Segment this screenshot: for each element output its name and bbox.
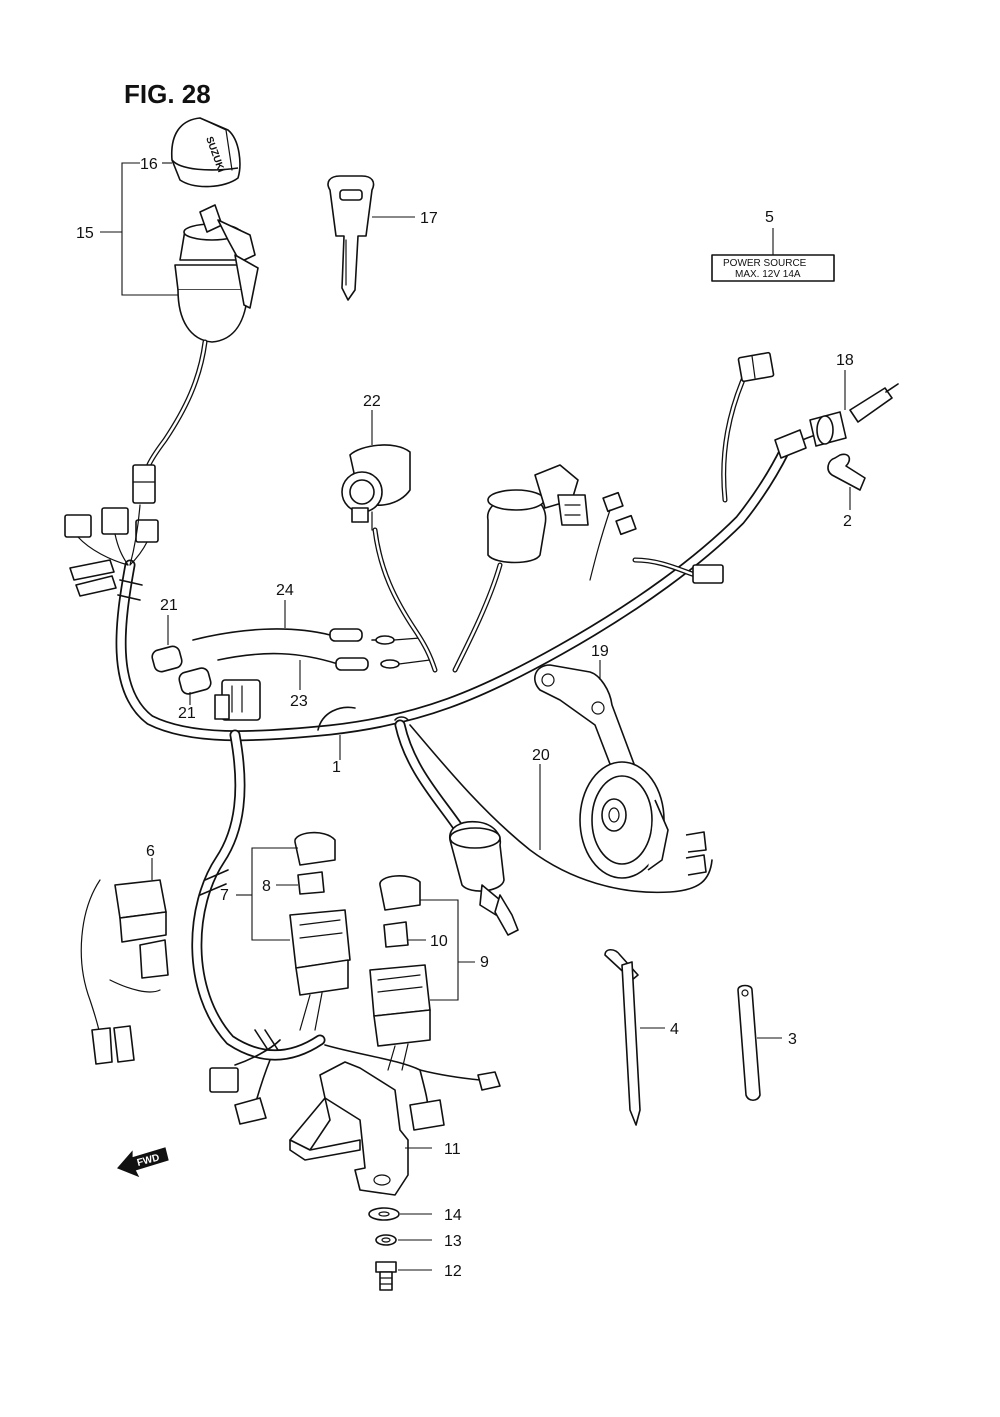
callout-9: 9 <box>480 954 489 971</box>
relay <box>80 858 169 1065</box>
bottom-connectors <box>209 1039 501 1131</box>
leader-lines <box>162 162 341 760</box>
callout-24: 24 <box>276 582 294 599</box>
ignition-coil-lower <box>449 820 519 936</box>
callout-17: 17 <box>420 210 438 227</box>
harness-junction-connector <box>214 679 261 721</box>
callout-8: 8 <box>262 878 271 895</box>
callout-10: 10 <box>430 933 448 950</box>
cable-tie-3 <box>737 984 782 1102</box>
forward-direction-arrow: FWD <box>116 1147 169 1178</box>
left-connector-cluster <box>64 504 159 597</box>
callout-20: 20 <box>532 747 550 764</box>
callout-23: 23 <box>290 693 308 710</box>
mounting-bracket <box>289 1061 432 1196</box>
callout-21-lower: 21 <box>178 705 196 722</box>
callout-18: 18 <box>836 352 854 369</box>
callout-13: 13 <box>444 1233 462 1250</box>
fuse-box-left <box>236 831 351 1031</box>
callout-15: 15 <box>76 225 94 242</box>
power-label-line1: POWER SOURCE <box>723 258 807 269</box>
callout-19: 19 <box>591 643 609 660</box>
callout-2: 2 <box>843 513 852 530</box>
ignition-switch: SUZUKI <box>132 117 259 504</box>
callout-21-upper: 21 <box>160 597 178 614</box>
callout-3: 3 <box>788 1031 797 1048</box>
callout-1: 1 <box>332 759 341 776</box>
cable-tie-4 <box>604 948 665 1126</box>
upper-right-branches <box>632 351 899 584</box>
fasteners <box>368 1207 432 1291</box>
fuse-box-right <box>369 875 475 1071</box>
callout-7: 7 <box>220 887 229 904</box>
power-source-label: POWER SOURCE MAX. 12V 14A <box>711 228 835 282</box>
handlebar-switch <box>341 410 438 673</box>
callout-numbers: 1 2 3 4 5 6 7 8 9 10 11 12 13 14 15 16 1… <box>76 156 854 1280</box>
callout-14: 14 <box>444 1207 462 1224</box>
power-label-line2: MAX. 12V 14A <box>735 269 801 280</box>
figure-title: FIG. 28 <box>124 79 211 109</box>
callout-6: 6 <box>146 843 155 860</box>
callout-12: 12 <box>444 1263 462 1280</box>
callout-5: 5 <box>765 209 774 226</box>
main-wiring-harness <box>115 444 791 1061</box>
wire-caps-and-leads <box>151 600 431 695</box>
callout-4: 4 <box>670 1021 679 1038</box>
callout-bracket-15 <box>100 162 178 296</box>
horn-and-bracket <box>409 660 713 894</box>
ignition-coil-upper <box>452 464 637 673</box>
callout-16: 16 <box>140 156 158 173</box>
callout-11: 11 <box>444 1141 461 1158</box>
spare-key <box>327 175 415 301</box>
callout-22: 22 <box>363 393 381 410</box>
